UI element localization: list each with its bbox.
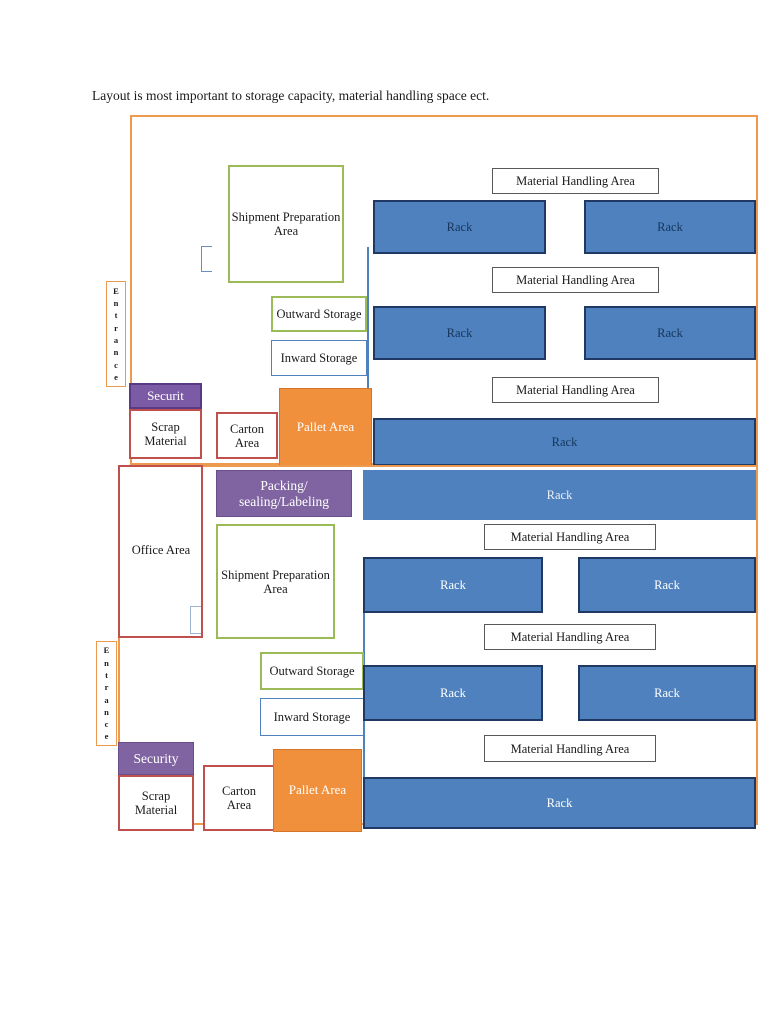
- rack-label: Rack: [551, 435, 578, 449]
- upper-shipment-preparation-area: Shipment Preparation Area: [228, 165, 344, 283]
- lower-material-handling-area-1: Material Handling Area: [484, 524, 656, 550]
- upper-rack-left-1: Rack: [373, 200, 546, 254]
- zone-label: Securit: [147, 387, 184, 403]
- rack-label: Rack: [657, 220, 683, 234]
- entrance-letter: n: [113, 298, 119, 309]
- lower-bracket-connector: [190, 606, 201, 634]
- entrance-letter: n: [113, 347, 119, 358]
- entrance-letter: r: [104, 682, 109, 693]
- upper-rack-right-1: Rack: [584, 200, 756, 254]
- rack-label: Rack: [440, 578, 466, 592]
- zone-label: Packing/ sealing/Labeling: [239, 478, 329, 509]
- rack-label: Rack: [446, 220, 473, 234]
- mha-label: Material Handling Area: [510, 530, 630, 544]
- lower-rack-left-1: Rack: [363, 557, 543, 613]
- zone-label: Pallet Area: [288, 782, 347, 798]
- upper-inward-storage: Inward Storage: [271, 340, 367, 376]
- lower-office-area-zone: Office Area: [122, 520, 200, 580]
- mha-label: Material Handling Area: [516, 273, 635, 287]
- page-caption: Layout is most important to storage capa…: [92, 88, 490, 103]
- upper-rack-right-2: Rack: [584, 306, 756, 360]
- lower-rack-right-1: Rack: [578, 557, 756, 613]
- lower-entrance-marker: E n t r a n c e: [96, 641, 117, 746]
- lower-rack-left-2: Rack: [363, 665, 543, 721]
- entrance-letter: n: [104, 706, 109, 717]
- zone-label: Outward Storage: [269, 664, 355, 678]
- lower-top-wide-rack: Rack: [363, 470, 756, 520]
- upper-outward-storage: Outward Storage: [271, 296, 367, 332]
- zone-label: Pallet Area: [296, 418, 355, 434]
- mha-label: Material Handling Area: [510, 741, 630, 756]
- upper-wide-rack: Rack: [373, 418, 756, 466]
- rack-label: Rack: [446, 326, 473, 340]
- zone-label: Inward Storage: [273, 710, 351, 724]
- zone-label: Shipment Preparation Area: [231, 210, 341, 238]
- entrance-letter: E: [103, 645, 110, 656]
- upper-scrap-material-zone: Scrap Material: [129, 409, 202, 459]
- packing-sealing-labeling-zone: Packing/ sealing/Labeling: [216, 470, 352, 517]
- upper-entrance-marker: E n t r a n c e: [106, 281, 126, 387]
- rack-label: Rack: [440, 686, 466, 700]
- lower-office-frame: [118, 465, 203, 638]
- lower-security-zone: Security: [118, 742, 194, 775]
- entrance-letter: c: [114, 359, 118, 370]
- entrance-letter: n: [104, 657, 109, 668]
- entrance-letter: c: [104, 719, 109, 730]
- zone-label: Office Area: [131, 543, 191, 557]
- entrance-letter: e: [114, 371, 118, 382]
- entrance-letter: e: [104, 731, 109, 742]
- rack-label: Rack: [657, 326, 683, 340]
- entrance-letter: a: [113, 335, 119, 345]
- zone-label: Scrap Material: [144, 420, 187, 448]
- lower-rack-right-2: Rack: [578, 665, 756, 721]
- rack-label: Rack: [654, 686, 680, 700]
- lower-carton-area-zone: Carton Area: [203, 765, 275, 831]
- rack-label: Rack: [546, 796, 573, 810]
- lower-scrap-material-zone: Scrap Material: [118, 775, 194, 831]
- lower-pallet-area-zone: Pallet Area: [273, 749, 362, 832]
- upper-carton-area-zone: Carton Area: [216, 412, 278, 459]
- entrance-letter: t: [114, 310, 118, 321]
- upper-vertical-connector: [367, 247, 369, 465]
- mha-label: Material Handling Area: [516, 383, 635, 397]
- lower-material-handling-area-2: Material Handling Area: [484, 624, 656, 650]
- mha-label: Material Handling Area: [516, 174, 635, 188]
- mha-label: Material Handling Area: [510, 630, 630, 644]
- upper-material-handling-area-2: Material Handling Area: [492, 267, 659, 293]
- rack-label: Rack: [654, 578, 680, 592]
- rack-label: Rack: [546, 488, 573, 502]
- entrance-letter: t: [105, 669, 108, 680]
- lower-material-handling-area-3: Material Handling Area: [484, 735, 656, 762]
- entrance-letter: a: [104, 694, 109, 705]
- lower-shipment-preparation-area: Shipment Preparation Area: [216, 524, 335, 639]
- upper-bracket-connector: [201, 246, 212, 272]
- zone-label: Carton Area: [221, 784, 257, 812]
- zone-label: Inward Storage: [280, 351, 358, 365]
- zone-label: Security: [133, 750, 179, 766]
- entrance-letter: E: [113, 285, 119, 296]
- zone-label: Outward Storage: [276, 307, 362, 321]
- upper-security-zone: Securit: [129, 383, 202, 409]
- entrance-letter: r: [114, 322, 118, 333]
- upper-material-handling-area-3: Material Handling Area: [492, 377, 659, 403]
- lower-bottom-wide-rack: Rack: [363, 777, 756, 829]
- zone-label: Carton Area: [229, 421, 265, 450]
- zone-label: Scrap Material: [134, 789, 178, 817]
- upper-pallet-area-zone: Pallet Area: [279, 388, 372, 466]
- upper-rack-left-2: Rack: [373, 306, 546, 360]
- upper-material-handling-area-1: Material Handling Area: [492, 168, 659, 194]
- zone-label: Shipment Preparation Area: [221, 567, 330, 596]
- lower-outward-storage: Outward Storage: [260, 652, 364, 690]
- lower-inward-storage: Inward Storage: [260, 698, 364, 736]
